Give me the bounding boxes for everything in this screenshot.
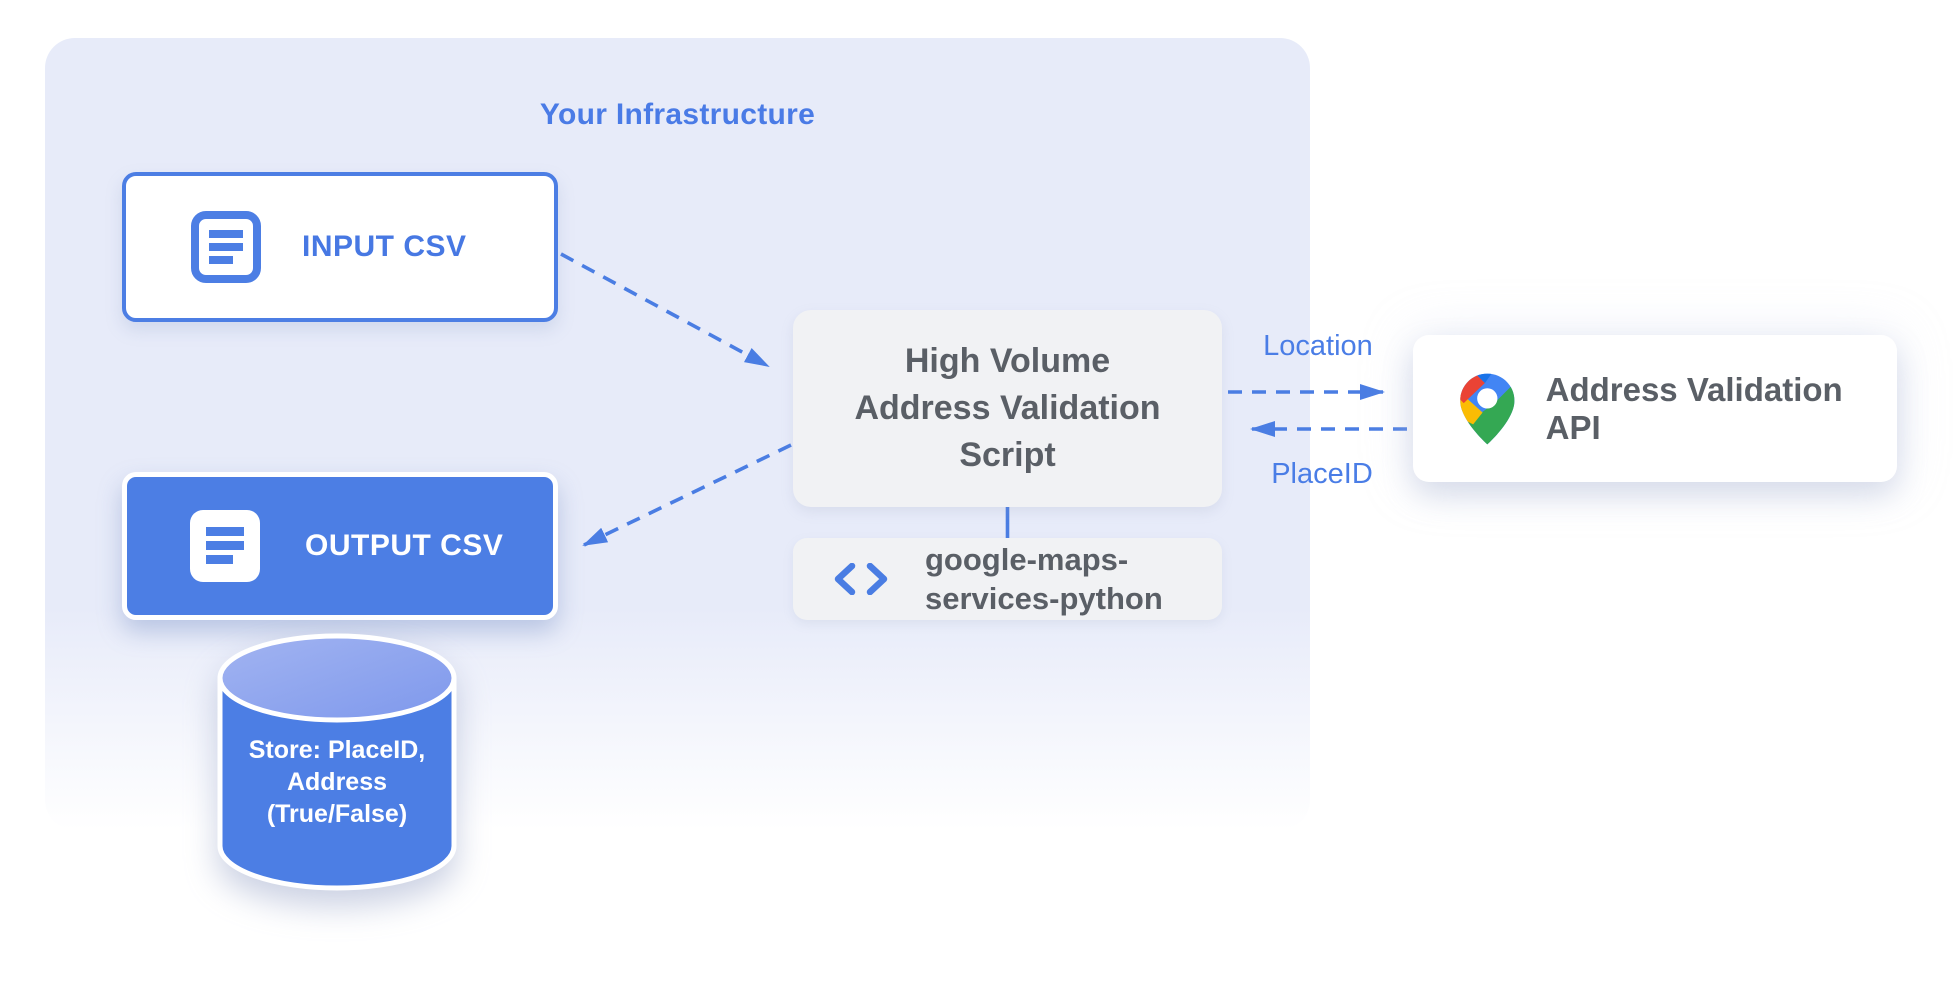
node-input-csv: INPUT CSV xyxy=(122,172,558,322)
infrastructure-title: Your Infrastructure xyxy=(539,98,816,131)
library-line-2: services-python xyxy=(925,581,1163,616)
code-icon xyxy=(834,563,888,595)
datastore-line-2: Address xyxy=(287,768,387,796)
edge-label-location: Location xyxy=(1263,330,1373,362)
script-line-3: Script xyxy=(959,436,1056,474)
datastore-line-1: Store: PlaceID, xyxy=(249,736,425,764)
script-line-1: High Volume xyxy=(904,342,1111,380)
node-datastore-cylinder: Store: PlaceID, Address (True/False) xyxy=(217,633,457,891)
datastore-line-3: (True/False) xyxy=(267,800,407,828)
input-csv-label: INPUT CSV xyxy=(302,230,467,263)
document-icon xyxy=(190,510,260,582)
api-label: Address Validation API xyxy=(1545,370,1843,446)
document-icon xyxy=(191,211,261,283)
script-line-2: Address Validation xyxy=(854,389,1161,427)
node-validation-script: High Volume Address Validation Script xyxy=(793,310,1222,507)
library-line-1: google-maps- xyxy=(925,542,1129,577)
output-csv-label: OUTPUT CSV xyxy=(305,529,504,562)
node-address-validation-api: Address Validation API xyxy=(1413,335,1897,482)
node-library: google-maps- services-python xyxy=(793,538,1222,620)
node-output-csv: OUTPUT CSV xyxy=(122,472,558,620)
edge-label-placeid: PlaceID xyxy=(1271,458,1373,490)
google-maps-pin-icon xyxy=(1460,373,1515,444)
